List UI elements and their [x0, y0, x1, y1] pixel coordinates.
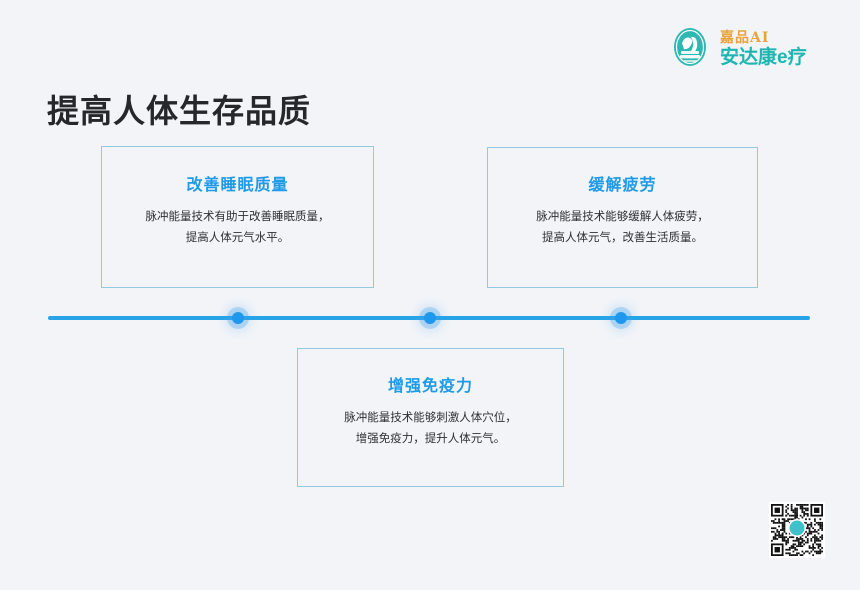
- card-body-line-2: 提高人体元气水平。: [185, 232, 290, 245]
- timeline-dot-3[interactable]: [615, 312, 627, 324]
- timeline-dot-1[interactable]: [232, 312, 244, 324]
- card-body-line-2: 提高人体元气，改善生活质量。: [542, 232, 703, 245]
- card-body-relieve-fatigue: 脉冲能量技术能够缓解人体疲劳， 提高人体元气，改善生活质量。: [488, 207, 757, 250]
- logo-line-primary: 嘉品AI: [720, 30, 770, 46]
- qr-code[interactable]: [769, 502, 825, 558]
- page-title: 提高人体生存品质: [47, 93, 312, 129]
- card-title-improve-sleep: 改善睡眠质量: [186, 177, 289, 194]
- card-improve-sleep[interactable]: 改善睡眠质量 脉冲能量技术有助于改善睡眠质量， 提高人体元气水平。: [101, 146, 374, 288]
- card-title-boost-immunity: 增强免疫力: [387, 378, 473, 395]
- card-title-relieve-fatigue: 缓解疲劳: [588, 177, 657, 194]
- card-body-line-1: 脉冲能量技术有助于改善睡眠质量，: [145, 211, 330, 223]
- card-relieve-fatigue[interactable]: 缓解疲劳 脉冲能量技术能够缓解人体疲劳， 提高人体元气，改善生活质量。: [487, 147, 758, 288]
- card-body-boost-immunity: 脉冲能量技术能够刺激人体穴位， 增强免疫力，提升人体元气。: [298, 408, 563, 451]
- card-body-improve-sleep: 脉冲能量技术有助于改善睡眠质量， 提高人体元气水平。: [102, 207, 373, 250]
- logo-text-block: 嘉品AI 安达康e疗: [720, 29, 807, 67]
- card-boost-immunity[interactable]: 增强免疫力 脉冲能量技术能够刺激人体穴位， 增强免疫力，提升人体元气。: [297, 348, 564, 487]
- qr-center-logo-icon: [789, 520, 805, 536]
- brand-logo: 嘉品AI 安达康e疗: [668, 24, 828, 72]
- card-body-line-1: 脉冲能量技术能够缓解人体疲劳，: [536, 211, 709, 223]
- logo-line-secondary: 安达康e疗: [720, 47, 807, 68]
- card-body-line-1: 脉冲能量技术能够刺激人体穴位，: [344, 412, 517, 424]
- card-body-line-2: 增强免疫力，提升人体元气。: [355, 433, 506, 446]
- timeline-dot-2[interactable]: [424, 312, 436, 324]
- adk-oval-logo-mark-icon: [668, 26, 712, 70]
